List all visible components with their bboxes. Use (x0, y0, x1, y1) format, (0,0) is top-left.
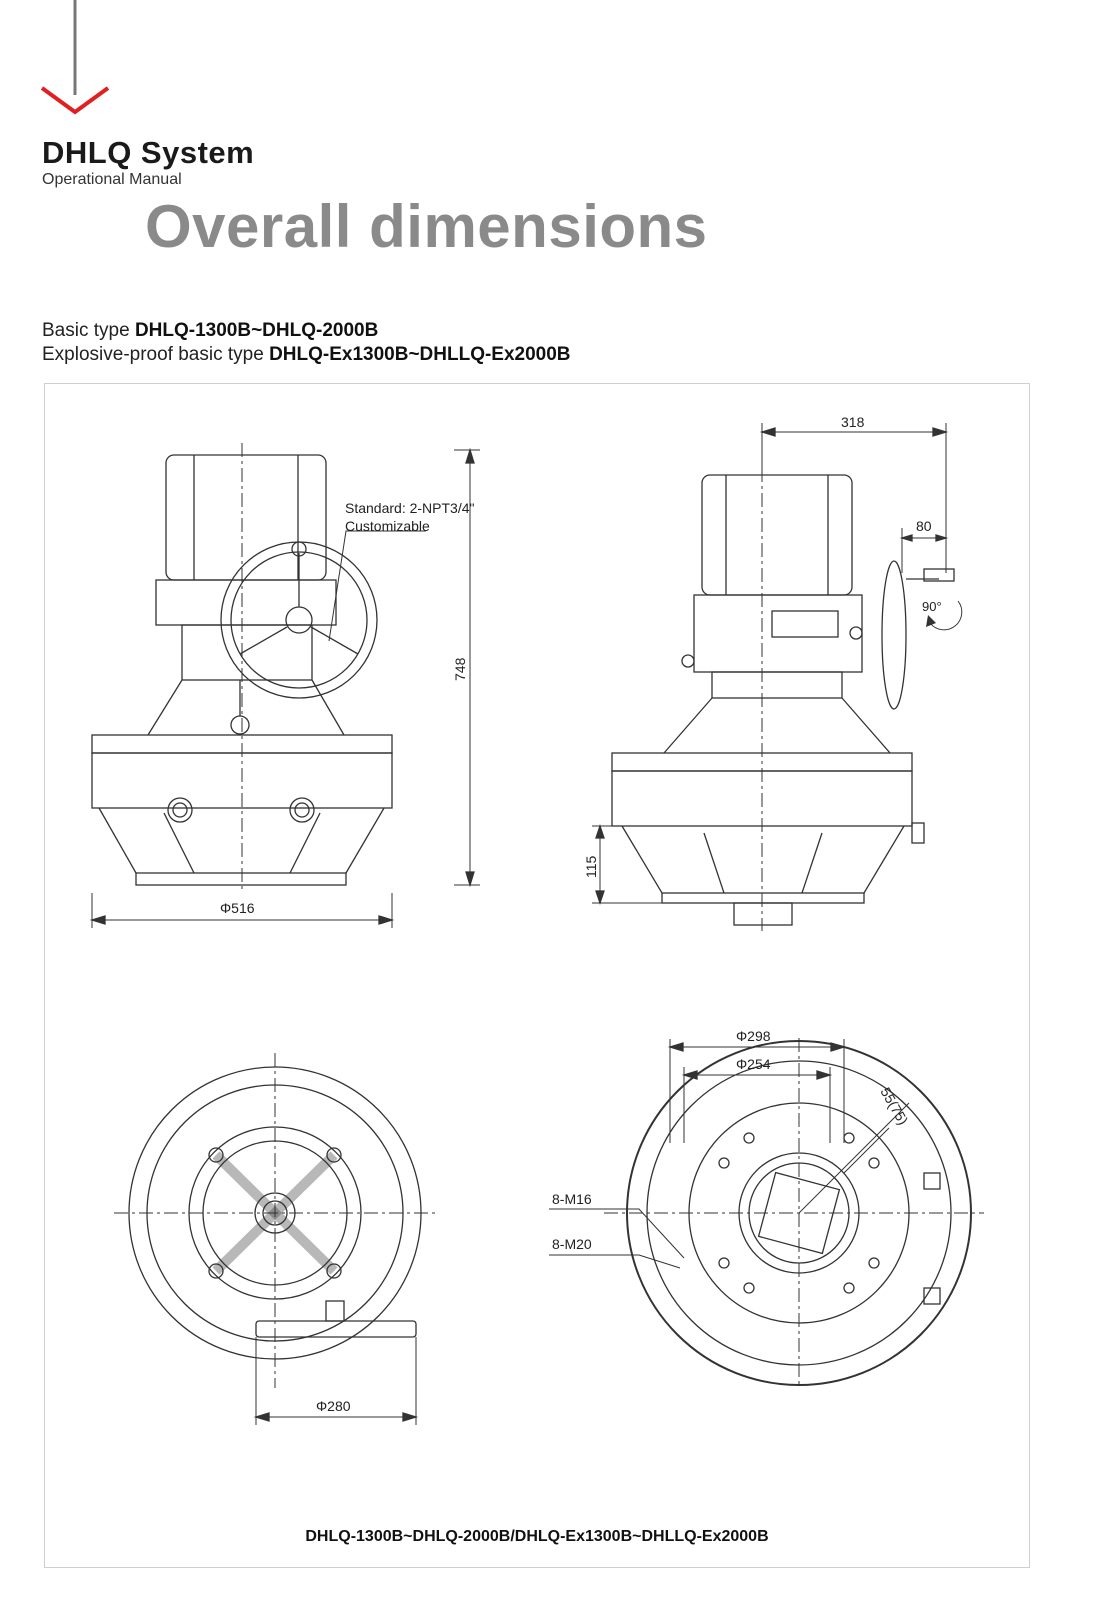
ex-type-model: DHLQ-Ex1300B~DHLLQ-Ex2000B (269, 344, 571, 365)
basic-type-line: Basic type DHLQ-1300B~DHLQ-2000B (42, 320, 378, 342)
bottom-bolts-upper: 8-M16 (552, 1191, 592, 1207)
page-title: Overall dimensions (145, 193, 708, 260)
front-dim-diameter: Φ516 (220, 900, 255, 916)
basic-type-model: DHLQ-1300B~DHLQ-2000B (134, 320, 379, 341)
brand-subtitle: Operational Manual (42, 171, 182, 188)
bottom-view (549, 1038, 984, 1388)
top-dim-handwheel-dia: Φ280 (316, 1398, 351, 1414)
bottom-dim-inner: Φ254 (736, 1056, 771, 1072)
ex-type-line: Explosive-proof basic type DHLQ-Ex1300B~… (42, 344, 571, 366)
side-dim-base: 115 (583, 855, 599, 878)
front-note-line2: Customizable (345, 518, 430, 534)
top-view (114, 1053, 436, 1425)
brand-title: DHLQ System (42, 135, 255, 170)
down-arrow-icon (40, 0, 110, 115)
front-dim-height: 748 (452, 657, 468, 681)
front-note-line1: Standard: 2-NPT3/4" (345, 500, 475, 516)
ex-type-prefix: Explosive-proof basic type (42, 344, 270, 365)
side-view (592, 423, 963, 931)
bottom-bolts-lower: 8-M20 (552, 1236, 592, 1252)
drawing-frame (44, 383, 1030, 1568)
front-view (89, 443, 480, 928)
technical-drawings: Standard: 2-NPT3/4" Customizable 748 Φ51… (89, 414, 984, 1425)
side-dim-angle: 90° (922, 599, 942, 614)
side-dim-handwheel: 80 (916, 518, 932, 534)
basic-type-prefix: Basic type (42, 320, 135, 341)
side-dim-width: 318 (841, 414, 865, 430)
drawing-caption: DHLQ-1300B~DHLQ-2000B/DHLQ-Ex1300B~DHLLQ… (305, 1528, 769, 1545)
bottom-dim-outer: Φ298 (736, 1028, 771, 1044)
